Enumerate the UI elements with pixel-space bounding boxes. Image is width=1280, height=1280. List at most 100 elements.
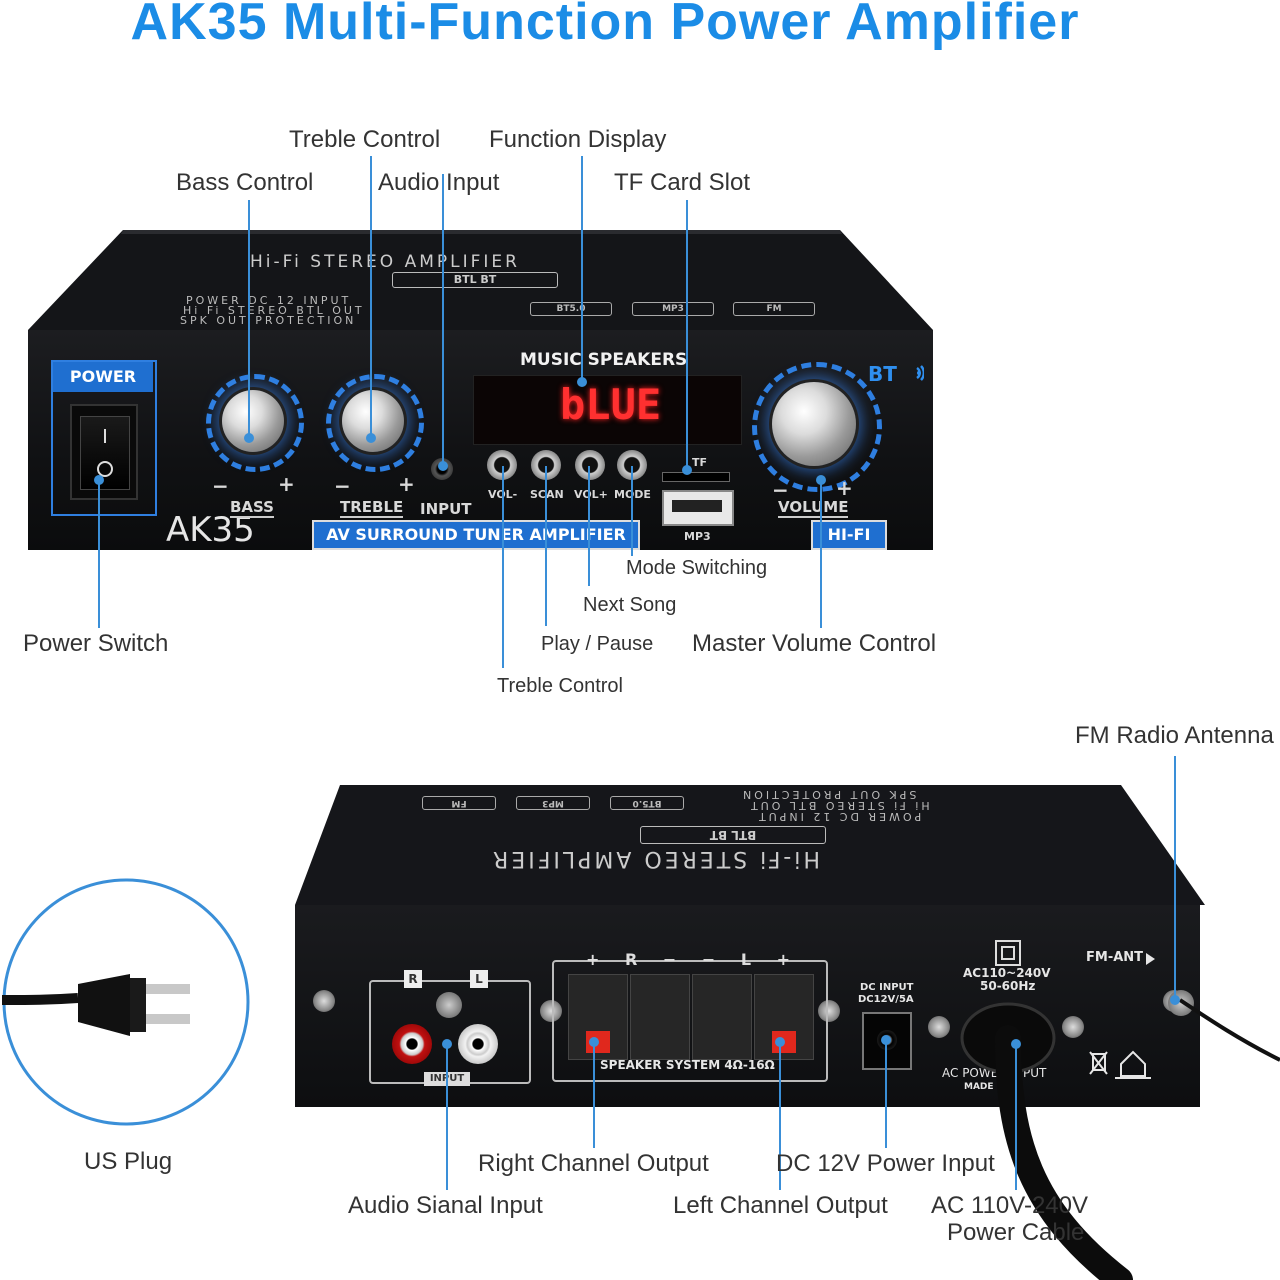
usb-port[interactable] (662, 490, 734, 526)
screw-icon (540, 1000, 562, 1022)
usb-port-inner (672, 500, 722, 512)
treble-label: TREBLE (340, 498, 404, 518)
front-top-face (28, 230, 933, 330)
bass-ring (206, 374, 304, 472)
power-switch[interactable] (70, 404, 138, 500)
rear-top-heading: Hi-Fi STEREO AMPLIFIER (490, 846, 820, 871)
music-speakers-label: MUSIC SPEAKERS (520, 350, 688, 370)
leader-treble-dot (366, 433, 376, 443)
leader-fm (1174, 756, 1176, 1000)
terminal-right-plus[interactable] (568, 974, 628, 1060)
mp3-label: MP3 (684, 530, 711, 543)
volume-minus: − (772, 478, 789, 502)
rca-right-jack[interactable] (392, 1024, 432, 1064)
terminal-right-minus[interactable] (630, 974, 690, 1060)
leader-treble-bottom (502, 466, 504, 668)
leader-treble (370, 156, 372, 438)
us-plug-circle (1, 878, 250, 1126)
leader-next (588, 466, 590, 586)
rca-l-label: L (470, 970, 488, 988)
ac-label-1: AC110~240V (963, 966, 1051, 980)
tf-card-slot[interactable] (662, 472, 730, 482)
treble-plus: + (398, 472, 415, 496)
treble-ring (326, 374, 424, 472)
badge-fm: FM (733, 302, 815, 316)
leader-right-channel-dot (589, 1037, 599, 1047)
vol-plus-button[interactable] (575, 450, 605, 480)
ac-power-cable (960, 998, 1280, 1280)
tf-label: TF (692, 456, 708, 469)
leader-mode (631, 466, 633, 556)
rear-top-line-1: POWER DC 12 INPUT (756, 810, 922, 823)
made-label: MADE (964, 1082, 994, 1092)
label-left-channel-output: Left Channel Output (673, 1192, 888, 1219)
leader-bass (248, 200, 250, 438)
power-rocker (80, 416, 130, 490)
label-mode-switching: Mode Switching (626, 557, 768, 579)
label-treble-control: Treble Control (289, 126, 441, 153)
label-play-pause: Play / Pause (541, 633, 654, 655)
leader-tf (686, 200, 688, 470)
rear-badge-fm: FM (422, 796, 496, 810)
bass-plus: + (278, 472, 295, 496)
leader-tf-dot (682, 465, 692, 475)
leader-audio-signal-dot (442, 1039, 452, 1049)
rca-left-jack[interactable] (458, 1024, 498, 1064)
label-treble-control-bottom: Treble Control (497, 675, 623, 697)
function-display (473, 375, 742, 445)
wifi-icon (916, 365, 924, 381)
label-tf-card-slot: TF Card Slot (614, 169, 751, 196)
leader-display-dot (577, 377, 587, 387)
label-us-plug: US Plug (84, 1148, 173, 1175)
leader-play (545, 466, 547, 626)
screw-icon (313, 990, 335, 1012)
power-frame (51, 360, 157, 516)
leader-left-channel-dot (775, 1037, 785, 1047)
top-line-1: POWER DC 12 INPUT (186, 294, 352, 307)
leader-display (581, 156, 583, 382)
label-ac-cable-2: Power Cable (947, 1219, 1085, 1246)
treble-knob[interactable] (342, 390, 404, 452)
volume-knob[interactable] (772, 382, 856, 466)
leader-volume (820, 480, 822, 628)
label-next-song: Next Song (583, 594, 677, 616)
screw-icon (928, 1016, 950, 1038)
leader-audio-signal (446, 1044, 448, 1190)
vol-plus-label: VOL+ (574, 488, 608, 501)
bass-minus: − (212, 474, 229, 498)
badge-mp3: MP3 (632, 302, 714, 316)
bass-knob[interactable] (222, 390, 284, 452)
leader-bass-dot (244, 433, 254, 443)
top-line-2: Hi Fi STEREO BTL OUT (183, 304, 365, 317)
rear-badge-mp3: MP3 (516, 796, 590, 810)
page-title: AK35 Multi-Function Power Amplifier (130, 0, 1080, 51)
fm-arrow-icon (1146, 953, 1155, 965)
terminal-left-plus[interactable] (754, 974, 814, 1060)
power-on-mark (104, 429, 106, 443)
label-right-channel-output: Right Channel Output (478, 1150, 709, 1177)
top-badge: BTL BT (392, 272, 558, 288)
leader-dc (885, 1040, 887, 1148)
volume-label: VOLUME (778, 498, 849, 518)
label-audio-input: Audio Input (378, 169, 500, 196)
input-label: INPUT (420, 500, 472, 518)
treble-minus: − (334, 474, 351, 498)
rear-top-badge: BTL BT (640, 826, 826, 844)
bass-label: BASS (230, 498, 274, 518)
bt-label: BT (868, 362, 897, 386)
speaker-system-label: SPEAKER SYSTEM 4Ω-16Ω (600, 1058, 775, 1072)
leader-dc-dot (881, 1035, 891, 1045)
leader-fm-dot (1170, 995, 1180, 1005)
top-heading: Hi-Fi STEREO AMPLIFIER (250, 252, 520, 272)
terminal-left-minus[interactable] (692, 974, 752, 1060)
power-label: POWER (53, 362, 153, 392)
rca-ground-screw (436, 992, 462, 1018)
hifi-badge: HI-FI (811, 520, 887, 550)
top-line-3: SPK OUT PROTECTION (180, 314, 357, 327)
av-banner: AV SURROUND TUNER AMPLIFIER (312, 520, 640, 550)
leader-right-channel (593, 1042, 595, 1148)
leader-audio-input (442, 174, 444, 464)
rear-badge-bt: BT5.0 (610, 796, 684, 810)
power-off-mark (97, 461, 113, 477)
leader-left-channel (779, 1042, 781, 1190)
